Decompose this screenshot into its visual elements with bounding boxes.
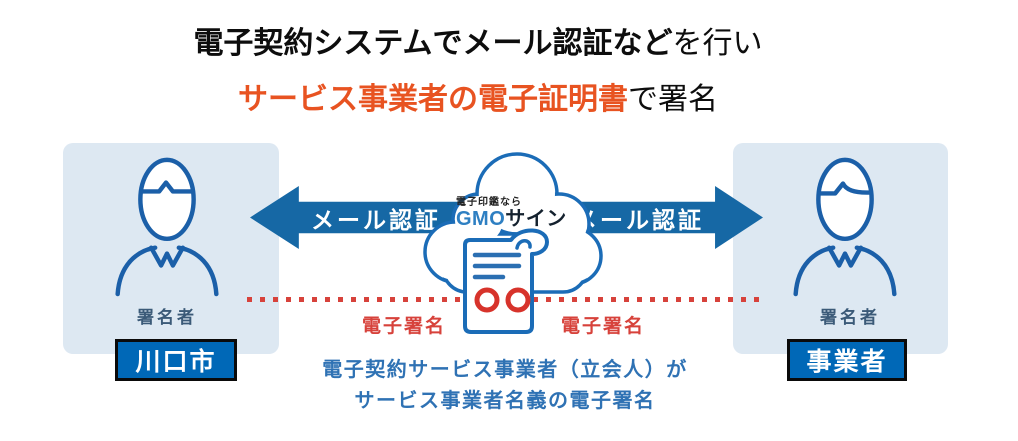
gmo-brand-sign: サイン	[505, 208, 567, 230]
title-line2-rest: で署名	[628, 83, 718, 116]
caption: 電子契約サービス事業者（立会人）が サービス事業者名義の電子署名	[0, 355, 1010, 417]
person-collar-tie	[148, 245, 186, 268]
seal-stamp-icons	[474, 287, 531, 313]
caption-line-2: サービス事業者名義の電子署名	[354, 390, 656, 412]
person-hairline	[139, 180, 195, 194]
contract-document-icon	[463, 228, 549, 334]
role-label-right: 署名者	[820, 308, 880, 327]
title-line-2: サービス事業者の電子証明書で署名	[0, 74, 956, 118]
person-head	[816, 157, 874, 242]
document-curl	[515, 239, 532, 250]
person-head	[138, 157, 196, 242]
badge-business-operator: 事業者	[787, 339, 907, 381]
person-shoulder-left	[793, 245, 836, 297]
gmo-brand-gmo: GMO	[456, 208, 506, 230]
mail-auth-label-right: メール認証	[574, 206, 704, 233]
title-line1-rest: を行い	[672, 27, 763, 60]
badge-kawaguchi-city: 川口市	[115, 339, 237, 381]
gmo-sign-logo: 電子印鑑なら GMOサイン	[456, 197, 567, 230]
esignature-label-right: 電子署名	[560, 316, 646, 337]
person-collar-tie	[826, 245, 864, 268]
esignature-label-left: 電子署名	[361, 316, 447, 337]
signer-person-icon-left	[115, 157, 219, 297]
signer-person-icon-right	[793, 157, 897, 297]
person-hairline	[817, 181, 873, 196]
person-shoulder-left	[115, 245, 158, 297]
document-text-lines	[472, 252, 522, 280]
title-line2-emphasis: サービス事業者の電子証明書	[238, 83, 628, 116]
seal-stamp-right	[505, 287, 531, 313]
gmo-tagline: 電子印鑑なら	[456, 197, 522, 208]
mail-auth-label-left: メール認証	[311, 206, 441, 233]
gmo-sign-cloud-icon	[423, 152, 603, 334]
title-line1-emphasis: 電子契約システムでメール認証など	[193, 27, 673, 60]
person-shoulder-right	[176, 245, 219, 297]
person-shoulder-right	[854, 245, 897, 297]
caption-line-1: 電子契約サービス事業者（立会人）が	[322, 359, 688, 381]
title-line-1: 電子契約システムでメール認証などを行い	[0, 18, 956, 62]
seal-stamp-left	[474, 287, 500, 313]
gmo-brand: GMOサイン	[456, 208, 567, 230]
role-label-left: 署名者	[137, 308, 197, 327]
